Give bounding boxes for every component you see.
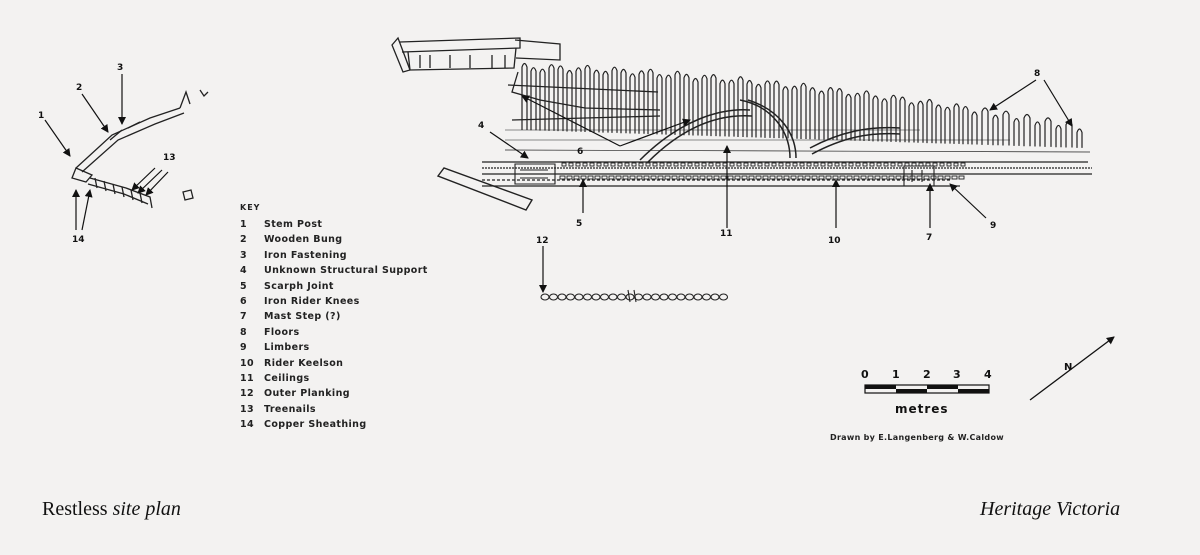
key-item-number: 14: [240, 419, 255, 431]
callout-number: 4: [478, 121, 484, 131]
key-item-label: Ceilings: [264, 372, 310, 384]
callout-number: 3: [117, 63, 123, 73]
callouts: [44, 74, 1073, 293]
key-item: 7 Mast Step (?): [240, 311, 428, 326]
key-title: KEY: [240, 203, 261, 212]
key-item-label: Mast Step (?): [264, 311, 341, 323]
key-item: 8 Floors: [240, 327, 428, 342]
key-item-label: Rider Keelson: [264, 357, 344, 369]
key-item-label: Floors: [264, 326, 300, 338]
callout-number: 8: [1034, 69, 1040, 79]
key-item: 12 Outer Planking: [240, 388, 428, 403]
scale-unit-label: metres: [895, 402, 949, 416]
bow-fragment: [71, 89, 209, 209]
key-item: 4 Unknown Structural Support: [240, 265, 428, 280]
key-item-label: Wooden Bung: [264, 234, 343, 246]
callout-number: 1: [38, 111, 44, 121]
key-item-number: 8: [240, 326, 248, 338]
key-item: 3 Iron Fastening: [240, 250, 428, 265]
north-arrow: [1029, 336, 1115, 401]
main-wreck: [391, 36, 1092, 303]
key-item-number: 13: [240, 403, 255, 415]
key-item-label: Limbers: [264, 342, 310, 354]
key-item-label: Iron Fastening: [264, 249, 347, 261]
north-label: N: [1064, 362, 1073, 373]
callout-numbers: 1 2 3 4 5 6 7 8 9 10 11 12 13 14: [38, 63, 1040, 246]
scale-tick-label: 1: [892, 368, 900, 381]
key-item-number: 7: [240, 311, 248, 323]
key-item-number: 9: [240, 342, 248, 354]
key-item-number: 3: [240, 249, 248, 261]
callout-number: 7: [926, 233, 932, 243]
key-item-number: 12: [240, 388, 255, 400]
key-item: 5 Scarph Joint: [240, 281, 428, 296]
key-item: 1 Stem Post: [240, 219, 428, 234]
caption-right: Heritage Victoria: [980, 498, 1121, 520]
key-item-number: 4: [240, 265, 248, 277]
drawing-credit: Drawn by E.Langenberg & W.Caldow: [830, 433, 1004, 442]
key-list: 1 Stem Post 2 Wooden Bung 3 Iron Fastening 4 Un…: [240, 219, 428, 434]
key-item: 13 Treenails: [240, 404, 428, 419]
callout-number: 2: [76, 83, 82, 93]
scale-tick-label: 0: [861, 368, 869, 381]
key-item-number: 11: [240, 372, 255, 384]
key-item-number: 1: [240, 219, 248, 230]
caption-subtitle: site plan: [112, 498, 181, 520]
caption-left: Restless site plan: [42, 498, 181, 521]
callout-number: 10: [828, 236, 841, 246]
key-item-label: Copper Sheathing: [264, 419, 367, 431]
key-item: 9 Limbers: [240, 342, 428, 357]
callout-number: 12: [536, 236, 549, 246]
key-item-number: 10: [240, 357, 255, 369]
scale-tick-label: 2: [923, 368, 931, 381]
key-item-number: 6: [240, 295, 248, 307]
key-item-label: Unknown Structural Support: [264, 265, 428, 277]
callout-number: 9: [990, 221, 996, 231]
key-item-label: Iron Rider Knees: [264, 295, 360, 307]
scale-tick-label: 4: [984, 368, 992, 381]
callout-number: 11: [720, 229, 733, 239]
key-item-label: Stem Post: [264, 219, 323, 230]
key-item-label: Scarph Joint: [264, 280, 334, 292]
key-item-number: 5: [240, 280, 248, 292]
key-item: 14 Copper Sheathing: [240, 419, 428, 434]
callout-number: 6: [577, 147, 583, 157]
key-item: 10 Rider Keelson: [240, 358, 428, 373]
callout-number: 14: [72, 235, 85, 245]
callout-number: 13: [163, 153, 176, 163]
key-item: 2 Wooden Bung: [240, 234, 428, 249]
caption-title: Restless: [42, 498, 108, 520]
key-item: 6 Iron Rider Knees: [240, 296, 428, 311]
key-item: 11 Ceilings: [240, 373, 428, 388]
callout-number: 5: [576, 219, 582, 229]
scale-bar: 0 1 2 3 4: [861, 368, 992, 394]
key-item-number: 2: [240, 234, 248, 246]
key-item-label: Treenails: [264, 403, 316, 415]
scale-tick-label: 3: [953, 368, 961, 381]
key-item-label: Outer Planking: [264, 388, 350, 400]
